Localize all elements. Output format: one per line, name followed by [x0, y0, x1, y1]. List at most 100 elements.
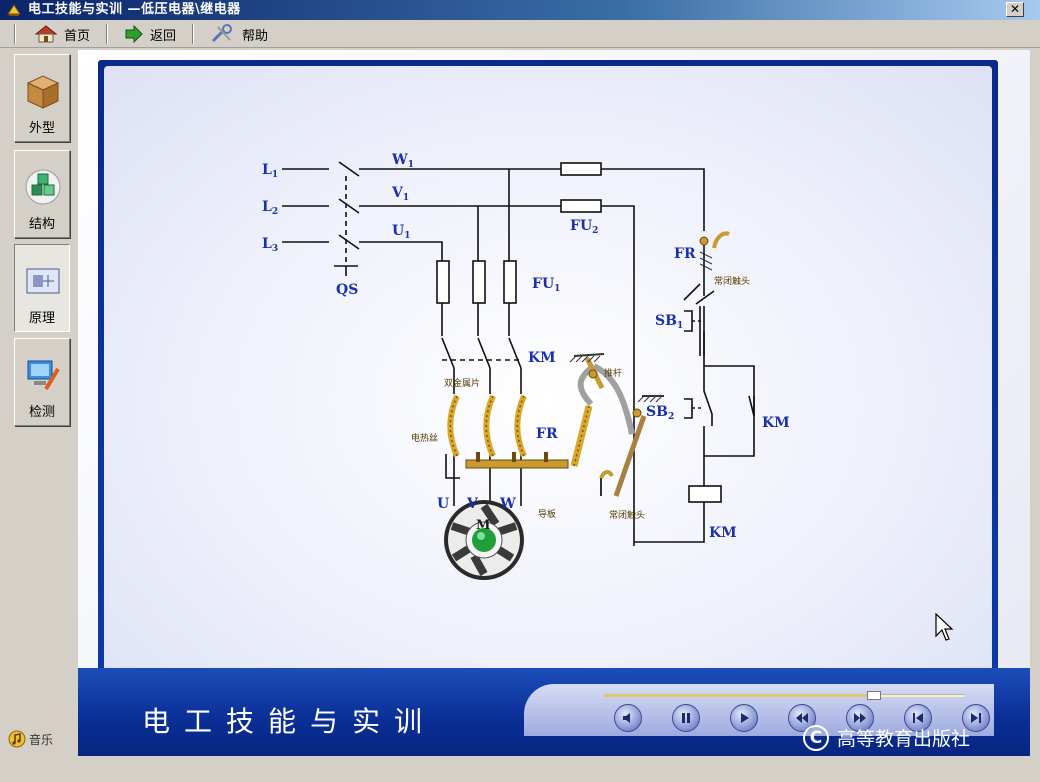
svg-text:L2: L2: [262, 199, 278, 217]
svg-text:U1: U1: [392, 223, 410, 241]
content-stage: M L1 L2 L3 W1 V1 U1 QS FU1 FU2 KM FR FR …: [78, 50, 1030, 756]
svg-text:L1: L1: [262, 162, 278, 180]
help-button-label: 帮助: [242, 28, 269, 44]
brand-title: 电工技能与实训: [142, 705, 437, 738]
label-nc-contact-top: 常闭触头: [714, 275, 750, 287]
circuit-board-icon: [26, 268, 60, 294]
home-button[interactable]: 首页: [34, 23, 90, 45]
close-button[interactable]: ✕: [1006, 2, 1024, 17]
label-u: U: [437, 496, 449, 512]
app-icon: [7, 4, 21, 16]
circuit-labels: L1 L2 L3 W1 V1 U1 QS FU1 FU2 KM FR FR SB…: [262, 152, 790, 541]
svg-text:SB2: SB2: [646, 404, 674, 422]
label-sb1: SB: [655, 313, 677, 329]
play-button[interactable]: [730, 704, 758, 732]
play-icon: [741, 713, 749, 723]
label-km-coil: KM: [709, 525, 737, 541]
toolbar-separator: [106, 24, 108, 44]
svg-text:L3: L3: [262, 236, 278, 254]
skip-back-icon: [913, 713, 923, 723]
volume-icon: [623, 713, 630, 723]
label-km-hold: KM: [762, 415, 790, 431]
label-l3: L: [262, 236, 272, 252]
mouse-cursor-icon: [935, 612, 954, 641]
music-toggle[interactable]: 音乐: [8, 730, 53, 748]
label-heater: 电热丝: [411, 432, 438, 444]
thermal-relay-circuit-diagram: M L1 L2 L3 W1 V1 U1 QS FU1 FU2 KM FR FR …: [262, 152, 790, 580]
progress-knob[interactable]: [867, 691, 881, 700]
label-v: V: [466, 496, 479, 512]
svg-text:FU1: FU1: [532, 276, 560, 294]
sidebar-item-appearance[interactable]: 外型: [14, 54, 70, 142]
skip-forward-button[interactable]: [962, 704, 990, 732]
computer-tool-icon: [27, 360, 60, 391]
sidebar-item-label: 检测: [28, 405, 55, 420]
sidebar-item-structure[interactable]: 结构: [14, 150, 70, 238]
sidebar-item-principle[interactable]: 原理: [14, 244, 70, 332]
label-fu2: FU: [570, 218, 592, 234]
progress-bar[interactable]: [604, 691, 964, 700]
rewind-icon: [796, 713, 808, 723]
back-button[interactable]: 返回: [124, 23, 176, 45]
diagram-frame: M L1 L2 L3 W1 V1 U1 QS FU1 FU2 KM FR FR …: [98, 60, 998, 684]
skip-forward-icon: [971, 713, 981, 723]
home-button-label: 首页: [64, 28, 91, 44]
cubes-icon: [25, 169, 61, 205]
sidebar-item-label: 原理: [28, 311, 55, 326]
close-icon: ✕: [1009, 2, 1021, 16]
window-title: 电工技能与实训 —低压电器\继电器: [28, 2, 241, 17]
label-fu2-sub: 2: [592, 226, 598, 236]
box-icon: [26, 75, 60, 109]
back-button-label: 返回: [150, 28, 177, 44]
sidebar-item-label: 外型: [28, 121, 55, 136]
label-sb2-sub: 2: [668, 412, 674, 422]
toolbar-separator: [14, 24, 16, 44]
label-fu1-sub: 1: [554, 284, 560, 294]
toolbar: 首页 返回 帮助: [0, 20, 1040, 48]
sidebar-item-inspection[interactable]: 检测: [14, 338, 70, 426]
bimetal-strips: [447, 231, 730, 497]
sidebar-item-label: 结构: [28, 217, 55, 232]
motor: M: [444, 500, 524, 580]
footer-bar: 电工技能与实训: [78, 668, 1030, 756]
label-sb1-sub: 1: [677, 321, 683, 331]
label-km-main: KM: [528, 350, 556, 366]
label-u1-sub: 1: [404, 231, 410, 241]
label-qs: QS: [336, 282, 358, 298]
arrow-right-icon: [125, 25, 143, 43]
help-button[interactable]: 帮助: [210, 23, 268, 45]
prev-track-button[interactable]: [614, 704, 642, 732]
label-v1-sub: 1: [403, 193, 409, 203]
pause-icon: [682, 713, 690, 723]
fast-forward-icon: [854, 713, 866, 723]
toolbar-separator: [192, 24, 194, 44]
copyright-icon: C: [802, 724, 829, 751]
label-u1: U: [392, 223, 404, 239]
svg-text:W1: W1: [391, 152, 414, 170]
label-l2-sub: 2: [272, 207, 278, 217]
label-w1-sub: 1: [408, 160, 414, 170]
skip-back-button[interactable]: [904, 704, 932, 732]
label-fr-ctrl: FR: [674, 246, 696, 262]
music-label: 音乐: [29, 732, 54, 747]
svg-text:V1: V1: [391, 185, 409, 203]
progress-fill: [604, 694, 874, 697]
diagram-canvas: M L1 L2 L3 W1 V1 U1 QS FU1 FU2 KM FR FR …: [104, 66, 992, 674]
label-l2: L: [262, 199, 272, 215]
label-fr-main: FR: [536, 426, 558, 442]
label-bimetal: 双金属片: [444, 377, 480, 389]
music-note-icon: [8, 730, 26, 748]
label-v1: V: [391, 185, 404, 201]
publisher: C 高等教育出版社: [802, 724, 970, 751]
pause-button[interactable]: [672, 704, 700, 732]
publisher-name: 高等教育出版社: [836, 728, 970, 750]
title-bar[interactable]: 电工技能与实训 —低压电器\继电器 ✕: [0, 0, 1040, 20]
label-sb2: SB: [646, 404, 668, 420]
fast-forward-button[interactable]: [846, 704, 874, 732]
label-w1: W: [391, 152, 408, 168]
svg-text:FU2: FU2: [570, 218, 598, 236]
motor-label: M: [476, 518, 490, 533]
sidebar: 外型 结构 原理 检测: [10, 52, 72, 742]
svg-text:SB1: SB1: [655, 313, 683, 331]
house-icon: [34, 25, 58, 43]
